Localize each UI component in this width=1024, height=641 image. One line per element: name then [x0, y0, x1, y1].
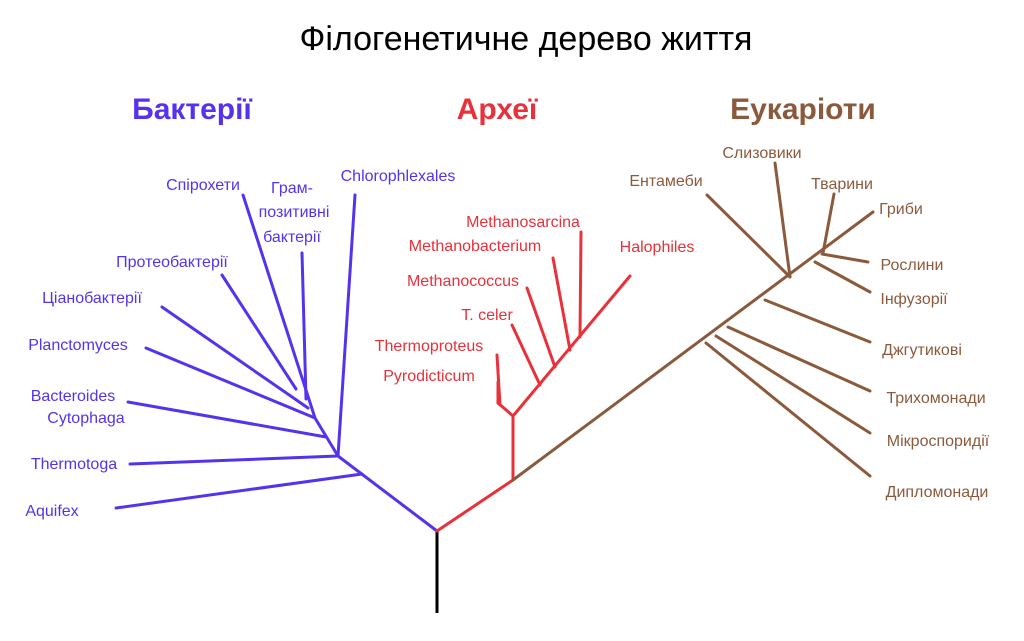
leaf-label-slime-molds: Слизовики	[722, 145, 801, 162]
leaf-label-animals: Тварини	[811, 176, 873, 193]
leaf-label-microsporidia: Мікроспоридії	[887, 433, 990, 450]
branch-methanococcus	[525, 286, 557, 369]
leaf-label-chloroflexi: Chlorophlexales	[341, 168, 456, 185]
archaea-stem-lower	[435, 478, 515, 533]
leaf-label-pyrodicticum: Pyrodicticum	[383, 368, 475, 385]
branch-microsporidia	[714, 334, 872, 435]
leaf-label-trichomonads: Трихомонади	[886, 390, 985, 407]
branch-plants	[820, 252, 870, 264]
branch-methanobacterium	[551, 256, 572, 352]
leaf-label-flagellates: Джгутикові	[882, 342, 962, 359]
branch-bacteroides	[126, 400, 328, 439]
group-label-bacteria: Бактерії	[132, 93, 252, 126]
leaf-label-plants: Рослини	[881, 257, 944, 274]
leaf-label-diplomonads: Дипломонади	[886, 484, 989, 501]
group-label-eukaryota: Еукаріоти	[730, 93, 876, 126]
leaf-label-thermoproteus: Thermoproteus	[375, 338, 484, 355]
branch-thermoproteus	[495, 353, 502, 407]
eukaryota-labels: Ентамеби Слизовики Тварини Гриби Рослини…	[629, 145, 989, 501]
leaf-label-aquifex: Aquifex	[25, 503, 78, 520]
leaf-label-proteobacteria: Протеобактерії	[116, 254, 228, 271]
archaea-inner-stem	[511, 274, 632, 418]
leaf-label-gram-positive-2: позитивні	[259, 204, 330, 221]
leaf-label-gram-positive-3: бактерії	[263, 229, 321, 246]
branch-entamoebae	[705, 193, 792, 279]
archaea-branches	[435, 230, 632, 533]
branch-animals	[821, 192, 836, 255]
diagram-title: Філогенетичне дерево життя	[300, 20, 753, 58]
leaf-label-ciliates: Інфузорії	[880, 291, 948, 308]
leaf-label-planctomyces: Planctomyces	[28, 337, 128, 354]
bacteria-stem	[336, 454, 439, 533]
leaf-label-methanobacterium: Methanobacterium	[409, 238, 542, 255]
leaf-label-spirochetes: Спірохети	[166, 177, 240, 194]
eukaryota-stem	[511, 210, 875, 482]
branch-trichomonads	[726, 325, 872, 393]
branch-thermotoga	[128, 454, 340, 466]
branch-cyanobacteria	[160, 305, 310, 410]
branch-aquifex	[114, 472, 364, 510]
branch-spirochetes	[241, 193, 317, 420]
leaf-label-cyanobacteria: Ціанобактерії	[42, 290, 142, 307]
leaf-label-thermotoga: Thermotoga	[31, 456, 117, 473]
leaf-label-gram-positive-1: Грам-	[271, 180, 313, 197]
leaf-label-methanococcus: Methanococcus	[407, 273, 519, 290]
branch-proteobacteria	[220, 273, 298, 391]
eukaryota-branches	[511, 161, 875, 482]
leaf-label-bacteroides-1: Bacteroides	[31, 388, 116, 405]
leaf-label-methanosarcina: Methanosarcina	[466, 214, 580, 231]
branch-gram-positive	[300, 251, 308, 401]
archaea-labels: Methanosarcina Methanobacterium Halophil…	[375, 214, 695, 385]
branch-methanosarcina	[578, 230, 583, 339]
leaf-label-bacteroides-2: Cytophaga	[47, 410, 124, 427]
leaf-label-t-celer: T. celer	[461, 307, 513, 324]
branch-t-celer	[510, 323, 542, 387]
leaf-label-fungi: Гриби	[879, 201, 923, 218]
branch-ciliates	[813, 260, 872, 294]
group-label-archaea: Археї	[457, 93, 538, 126]
leaf-label-entamoebae: Ентамеби	[629, 173, 702, 190]
branch-slime-molds	[773, 161, 792, 279]
bacteria-branches	[114, 193, 439, 533]
branch-flagellates	[763, 298, 872, 344]
branch-planctomyces	[144, 346, 317, 420]
bacteria-labels: Спірохети Грам- позитивні бактерії Chlor…	[25, 168, 455, 520]
leaf-label-halophiles: Halophiles	[620, 239, 695, 256]
branch-diplomonads	[704, 341, 872, 478]
branch-chloroflexi	[336, 193, 357, 458]
